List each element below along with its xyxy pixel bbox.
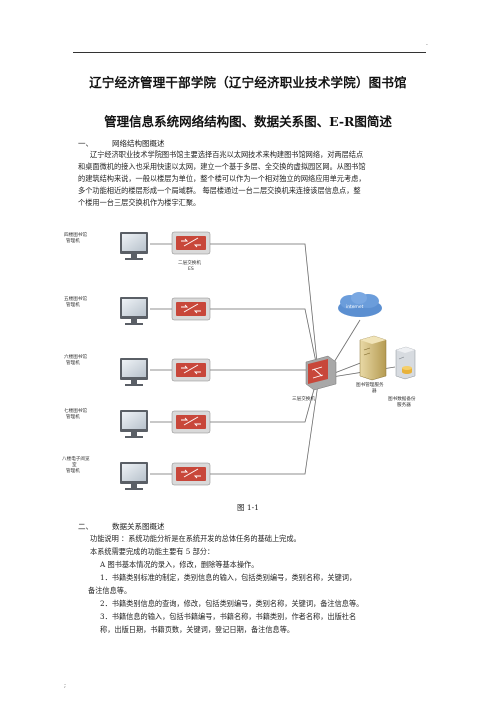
pc-floor-4 xyxy=(120,232,148,260)
document-title-line2: 管理信息系统网络结构图、数据关系图、E-R图简述 xyxy=(104,114,392,129)
pc-floor-7-label1: 七楼图书馆 xyxy=(64,407,87,414)
pc-floor-7-label2: 管理机 xyxy=(66,413,80,420)
layer2-switch-3 xyxy=(171,358,211,382)
section2-line3: A 图书基本情况的录入，修改，删除等基本操作。 xyxy=(100,560,259,569)
header-mark: . xyxy=(426,40,428,47)
backup-server-icon xyxy=(395,346,416,380)
pc-floor-6 xyxy=(120,358,148,386)
section2-number: 二、 xyxy=(78,522,93,531)
internet-label: internet xyxy=(346,304,364,310)
section2-line1: 功能说明 ：系统功能分析是在系统开发的总体任务的基础上完成。 xyxy=(90,534,301,543)
section2-line4: 1．书籍类别标准的制定，类别信息的输入，包括类别编号，类别名称，关键词， xyxy=(100,573,357,582)
server2-label1: 图书数据备份 xyxy=(388,395,416,402)
header-rule xyxy=(73,52,426,53)
layer2-switch-5 xyxy=(171,462,211,486)
pc-floor-5-label1: 五楼图书馆 xyxy=(64,295,87,302)
figure-caption: 图 1-1 xyxy=(237,503,259,512)
section1-number: 一、 xyxy=(78,139,93,148)
pc-floor-5 xyxy=(120,297,148,325)
pc-floor-6-label1: 六楼图书馆 xyxy=(64,353,87,360)
footer-mark: ; xyxy=(64,682,67,689)
pc-floor-8-label2: 室 xyxy=(72,461,77,468)
library-server-icon xyxy=(359,335,387,381)
section2-line2: 本系统需要完成的功能主要有 5 部分： xyxy=(90,547,215,556)
section2-line7: 3．书籍信息的输入，包括书籍编号，书籍名称，书籍类别，作者名称，出版社名 xyxy=(100,612,357,621)
section2-line8: 称，出版日期，书籍页数，关键词，登记日期，备注信息等。 xyxy=(100,625,295,634)
layer2-switch-1 xyxy=(171,231,211,255)
network-diagram: 四楼图书馆 管理机 五楼图书馆 管理机 六楼图书馆 管理机 七楼图书馆 管理机 … xyxy=(62,231,416,490)
document-title-line1: 辽宁经济管理干部学院（辽宁经济职业技术学院）图书馆 xyxy=(89,75,407,90)
server2-label2: 服务器 xyxy=(397,401,411,408)
layer2-switch-4 xyxy=(171,410,211,434)
pc-floor-4-label2: 管理机 xyxy=(66,237,80,244)
section1-heading: 网络结构图概述 xyxy=(112,139,165,148)
pc-floor-6-label2: 管理机 xyxy=(66,359,80,366)
section2-heading: 数据关系图概述 xyxy=(112,522,165,531)
pc-floor-8-label1: 八楼电子阅览 xyxy=(62,455,90,462)
pc-floor-5-label2: 管理机 xyxy=(66,301,80,308)
pc-floor-4-label1: 四楼图书馆 xyxy=(64,231,87,238)
section1-para-line4: 多个功能相近的楼层形成一个局域群。 每层楼通过一台二层交换机来连接该层信息点，整 xyxy=(78,186,361,195)
section1-para-line1: 辽宁经济职业技术学院图书馆主要选择百兆以太网技术来构建图书馆网络，对两层结点 xyxy=(90,150,364,159)
core-switch xyxy=(305,355,337,391)
section1-para-line5: 个楼用一台三层交换机作为楼宇汇聚。 xyxy=(78,198,201,207)
section1-para-line2: 和桌面微机的接入也采用快速以太网，建立一个基于多层、全交换的虚拟园区网。从图书馆 xyxy=(78,162,366,171)
section2-line6: 2．书籍类别信息的查询，修改，包括类别编号，类别名称，关键词，备注信息等。 xyxy=(100,599,364,608)
server1-label2: 器 xyxy=(372,388,377,394)
section1-para-line3: 的建筑结构来说，一般以楼层为单位，整个楼可以作为一个相对独立的网络应用单元考虑， xyxy=(78,174,366,183)
pc-floor-7 xyxy=(120,410,148,438)
core-switch-label: 三层交换机 xyxy=(292,395,315,402)
pc-floor-8 xyxy=(120,462,148,490)
switch-label: 二层交换机 xyxy=(178,259,201,266)
switch-model-label: ES xyxy=(188,266,194,272)
pc-floor-8-label3: 管理机 xyxy=(66,467,80,474)
section2-line5: 备注信息等。 xyxy=(88,586,132,595)
layer2-switch-2 xyxy=(171,297,211,321)
server1-label1: 图书管理服务 xyxy=(356,381,384,388)
internet-cloud-icon xyxy=(338,292,382,317)
